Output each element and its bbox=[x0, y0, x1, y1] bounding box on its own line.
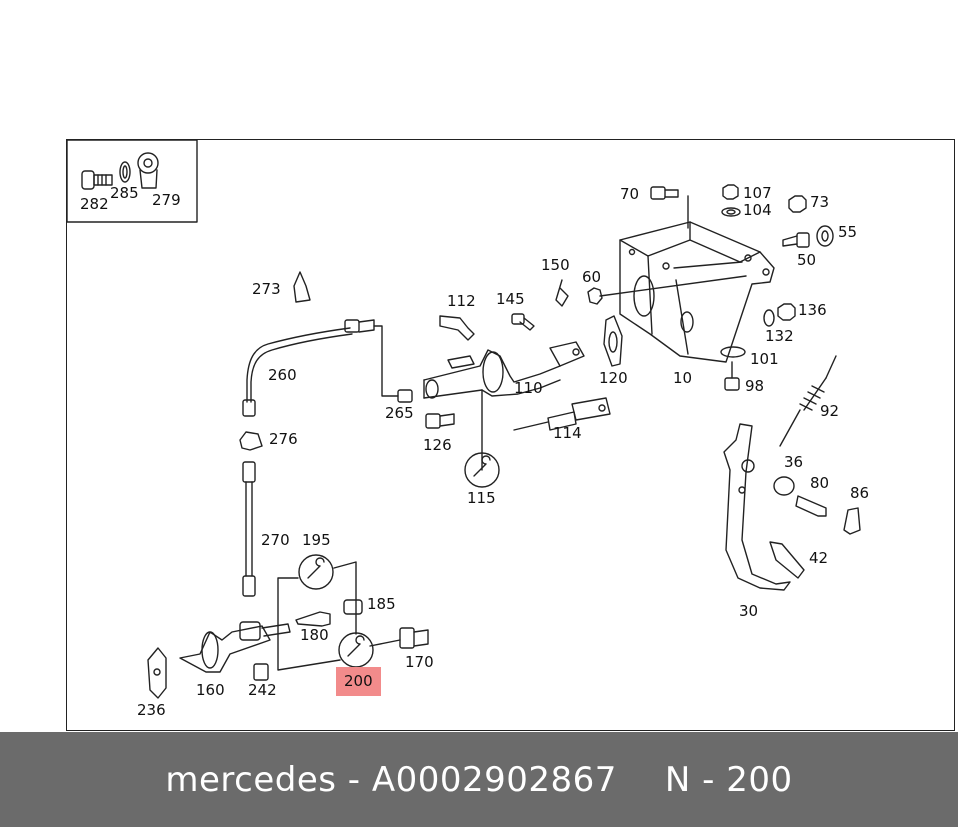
callout-36[interactable]: 36 bbox=[784, 453, 804, 471]
callout-260[interactable]: 260 bbox=[268, 366, 297, 384]
clip-276-part bbox=[239, 431, 263, 451]
callout-92[interactable]: 92 bbox=[820, 402, 840, 420]
pedal-pad-42-part bbox=[769, 541, 805, 579]
footer-banner: mercedes - A0002902867 N - 200 bbox=[0, 732, 958, 827]
nut-73-part bbox=[788, 195, 807, 213]
callout-73[interactable]: 73 bbox=[810, 193, 830, 211]
callout-70[interactable]: 70 bbox=[620, 185, 640, 203]
callout-170[interactable]: 170 bbox=[405, 653, 434, 671]
callout-136[interactable]: 136 bbox=[798, 301, 827, 319]
bolt-282-part bbox=[81, 170, 113, 190]
callout-120[interactable]: 120 bbox=[599, 369, 628, 387]
clip-273-part bbox=[293, 271, 311, 303]
footer-position: N - 200 bbox=[664, 759, 793, 800]
bolt-126-part bbox=[425, 413, 455, 429]
parts-diagram bbox=[66, 139, 861, 699]
pedal-bracket-10-part bbox=[619, 221, 775, 363]
hose-270-part bbox=[242, 461, 256, 597]
callout-110[interactable]: 110 bbox=[514, 379, 543, 397]
callout-98[interactable]: 98 bbox=[745, 377, 765, 395]
nut-107-part bbox=[722, 184, 739, 200]
bolt-98-part bbox=[724, 361, 740, 391]
wrench-icon-115 bbox=[464, 452, 500, 488]
callout-180[interactable]: 180 bbox=[300, 626, 329, 644]
callout-145[interactable]: 145 bbox=[496, 290, 525, 308]
inset-box bbox=[66, 139, 198, 223]
clip-86-part bbox=[843, 507, 861, 535]
clutch-pedal-30-part bbox=[723, 423, 791, 591]
callout-104[interactable]: 104 bbox=[743, 201, 772, 219]
callout-30[interactable]: 30 bbox=[739, 602, 759, 620]
callout-150[interactable]: 150 bbox=[541, 256, 570, 274]
clip-150-part bbox=[555, 279, 569, 307]
slave-cylinder-160-part bbox=[179, 621, 291, 673]
kit-bracket-lines bbox=[277, 561, 401, 671]
push-rod-114-part bbox=[513, 397, 611, 431]
bushing-36-part bbox=[773, 476, 795, 496]
callout-185[interactable]: 185 bbox=[367, 595, 396, 613]
washer-101-part bbox=[720, 346, 746, 358]
diagram-frame bbox=[66, 139, 955, 731]
callout-115[interactable]: 115 bbox=[467, 489, 496, 507]
callout-86[interactable]: 86 bbox=[850, 484, 870, 502]
callout-195[interactable]: 195 bbox=[302, 531, 331, 549]
callout-265[interactable]: 265 bbox=[385, 404, 414, 422]
callout-107[interactable]: 107 bbox=[743, 184, 772, 202]
adjuster-70-part bbox=[650, 186, 689, 229]
gasket-120-part bbox=[603, 315, 623, 367]
callout-160[interactable]: 160 bbox=[196, 681, 225, 699]
fitting-112-part bbox=[439, 315, 475, 341]
callout-126[interactable]: 126 bbox=[423, 436, 452, 454]
callout-42[interactable]: 42 bbox=[809, 549, 829, 567]
footer-part-number: mercedes - A0002902867 bbox=[165, 759, 617, 800]
cap-185-part bbox=[343, 599, 363, 615]
gasket-236-part bbox=[147, 647, 167, 699]
callout-270[interactable]: 270 bbox=[261, 531, 290, 549]
callout-236[interactable]: 236 bbox=[137, 701, 166, 719]
bolt-50-part bbox=[782, 232, 810, 248]
hydraulic-line-260-part bbox=[242, 319, 399, 417]
bleeder-180-part bbox=[295, 611, 331, 627]
callout-114[interactable]: 114 bbox=[553, 424, 582, 442]
wrench-icon-195 bbox=[298, 554, 334, 590]
callout-50[interactable]: 50 bbox=[797, 251, 817, 269]
callout-10[interactable]: 10 bbox=[673, 369, 693, 387]
nut-60-part bbox=[587, 287, 603, 305]
bolt-170-part bbox=[399, 627, 429, 649]
callout-282[interactable]: 282 bbox=[80, 195, 109, 213]
callout-112[interactable]: 112 bbox=[447, 292, 476, 310]
callout-279[interactable]: 279 bbox=[152, 191, 181, 209]
callout-80[interactable]: 80 bbox=[810, 474, 830, 492]
callout-60[interactable]: 60 bbox=[582, 268, 602, 286]
spring-92-part bbox=[779, 355, 837, 447]
washer-55-part bbox=[816, 225, 834, 247]
washer-104-part bbox=[721, 207, 741, 217]
washer-285-part bbox=[119, 161, 131, 183]
callout-242[interactable]: 242 bbox=[248, 681, 277, 699]
banjo-279-part bbox=[137, 152, 159, 189]
nut-136-part bbox=[777, 303, 796, 321]
footer-caption: mercedes - A0002902867 N - 200 bbox=[0, 732, 958, 827]
callout-101[interactable]: 101 bbox=[750, 350, 779, 368]
master-cylinder-110-part bbox=[423, 341, 585, 471]
callout-132[interactable]: 132 bbox=[765, 327, 794, 345]
washer-132-part bbox=[763, 309, 775, 327]
callout-285[interactable]: 285 bbox=[110, 184, 139, 202]
callout-200-highlighted[interactable]: 200 bbox=[336, 667, 381, 696]
callout-273[interactable]: 273 bbox=[252, 280, 281, 298]
bolt-242-part bbox=[253, 663, 269, 681]
pin-80-part bbox=[795, 495, 827, 517]
callout-55[interactable]: 55 bbox=[838, 223, 858, 241]
bolt-145-part bbox=[511, 313, 535, 331]
callout-276[interactable]: 276 bbox=[269, 430, 298, 448]
